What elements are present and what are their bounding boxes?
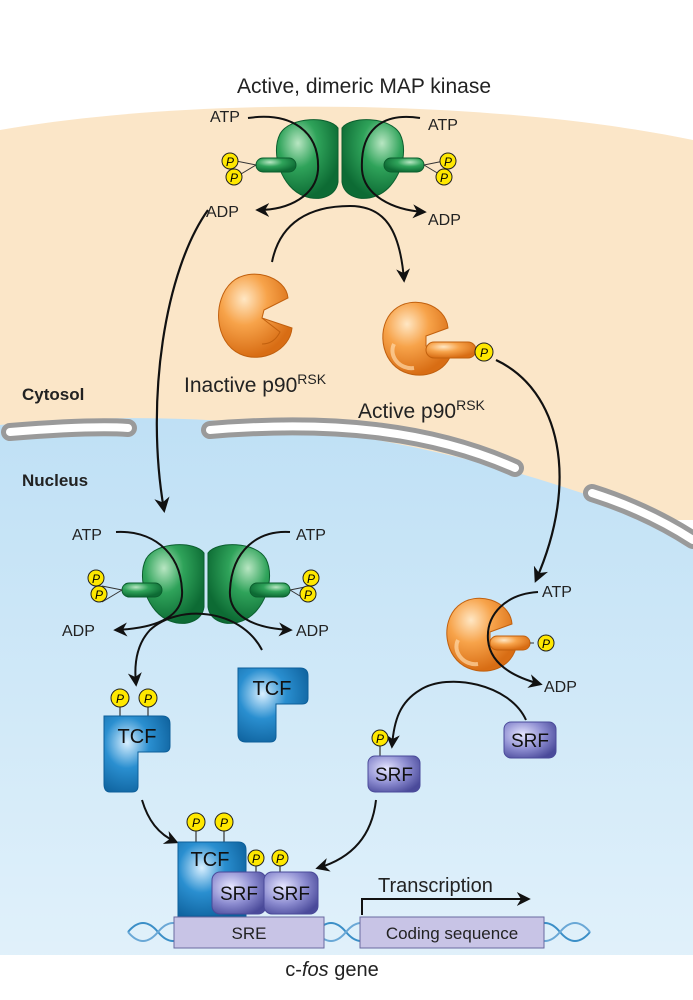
diagram-title: Active, dimeric MAP kinase xyxy=(237,75,491,98)
srf-inactive: SRF xyxy=(503,721,557,759)
svg-text:P: P xyxy=(226,155,234,169)
adp-label: ADP xyxy=(206,204,239,221)
phosphate-group: P P P P xyxy=(221,152,457,186)
gene-name: c-fos gene xyxy=(285,959,378,981)
svg-text:P: P xyxy=(444,155,452,169)
inactive-rsk-label: Inactive p90RSK xyxy=(184,371,327,397)
atp-label: ATP xyxy=(72,527,102,544)
atp-label: ATP xyxy=(542,584,572,601)
svg-text:P: P xyxy=(252,852,260,866)
svg-text:Coding sequence: Coding sequence xyxy=(386,924,518,943)
svg-text:P: P xyxy=(304,588,312,602)
svg-text:SRE: SRE xyxy=(232,924,267,943)
promoter-complex: P P TCF P P SRF SRF xyxy=(177,812,319,917)
svg-text:TCF: TCF xyxy=(191,849,230,871)
transcription-label: Transcription xyxy=(378,875,493,897)
adp-label: ADP xyxy=(544,679,577,696)
atp-label: ATP xyxy=(428,117,458,134)
nucleus-region xyxy=(0,418,693,1000)
svg-text:P: P xyxy=(144,692,152,706)
phosphate-icon xyxy=(474,342,494,362)
inactive-rsk xyxy=(218,273,293,358)
svg-text:P: P xyxy=(92,572,100,586)
phosphate-icon xyxy=(537,634,555,652)
atp-adp-top xyxy=(247,115,427,219)
svg-text:TCF: TCF xyxy=(253,678,292,700)
tcf-phosphorylated: P P TCF xyxy=(103,688,171,793)
svg-text:P: P xyxy=(542,637,550,651)
tcf-to-sre-arrow xyxy=(141,799,179,844)
svg-text:SRF: SRF xyxy=(220,884,258,905)
svg-text:P: P xyxy=(192,816,200,830)
svg-text:SRF: SRF xyxy=(375,765,413,786)
transcription-arrow xyxy=(361,892,531,915)
nucleus-label: Nucleus xyxy=(22,471,88,490)
sre-element: SRE xyxy=(173,916,325,949)
active-rsk-label: Active p90RSK xyxy=(358,397,486,423)
atp-adp-rsk xyxy=(486,591,543,688)
srf-phosphorylated: P SRF xyxy=(367,729,421,793)
svg-text:P: P xyxy=(440,171,448,185)
phosphate-group: P P P P xyxy=(87,569,320,603)
svg-text:SRF: SRF xyxy=(511,731,549,752)
cytosol-label: Cytosol xyxy=(22,385,84,404)
svg-text:SRF: SRF xyxy=(272,884,310,905)
adp-label: ADP xyxy=(296,623,329,640)
svg-text:P: P xyxy=(230,171,238,185)
rsk-translocation-arrow xyxy=(495,359,561,583)
svg-text:P: P xyxy=(480,346,488,360)
svg-text:TCF: TCF xyxy=(118,726,157,748)
cytosol-region xyxy=(0,106,693,521)
svg-text:P: P xyxy=(307,572,315,586)
srf-to-sre-arrow xyxy=(315,799,377,872)
atp-label: ATP xyxy=(296,527,326,544)
active-rsk-nucleus xyxy=(444,596,534,674)
tcf-inactive: TCF xyxy=(237,667,309,743)
adp-label: ADP xyxy=(428,212,461,229)
atp-label: ATP xyxy=(210,109,240,126)
svg-text:P: P xyxy=(116,692,124,706)
tcf-phosphorylation-arrow xyxy=(127,612,263,687)
adp-label: ADP xyxy=(62,623,95,640)
coding-sequence: Coding sequence xyxy=(359,916,545,949)
svg-text:P: P xyxy=(276,852,284,866)
svg-text:P: P xyxy=(376,732,384,746)
mapk-translocation-arrow xyxy=(154,209,209,514)
svg-text:P: P xyxy=(95,588,103,602)
rsk-activation-arrow xyxy=(271,204,411,283)
srf-phosphorylation-arrow xyxy=(385,680,527,749)
atp-adp-nucleus xyxy=(113,530,293,637)
svg-text:P: P xyxy=(220,816,228,830)
nuclear-membrane xyxy=(1,417,693,549)
